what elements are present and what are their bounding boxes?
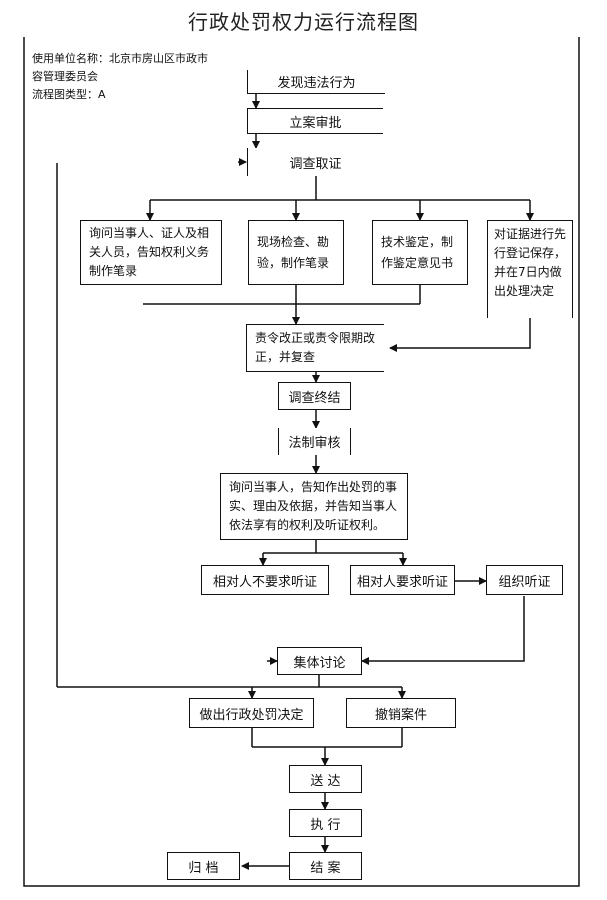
node-discover-label: 发现违法行为 bbox=[277, 76, 356, 91]
node-notify-party: 询问当事人，告知作出处罚的事实、理由及依据，并告知当事人依法享有的权利及听证权利… bbox=[220, 473, 408, 540]
node-close-case-label: 结 案 bbox=[310, 860, 341, 876]
page-title: 行政处罚权力运行流程图 bbox=[188, 10, 419, 34]
node-legal-review-label: 法制审核 bbox=[288, 436, 341, 451]
node-deliver-label: 送 达 bbox=[310, 773, 341, 789]
node-archive-label: 归 档 bbox=[188, 860, 219, 876]
node-close-case: 结 案 bbox=[289, 852, 362, 880]
node-inquire-parties-label: 询问当事人、证人及相关人员，告知权利义务制作笔录 bbox=[89, 226, 210, 278]
node-investigation-end-label: 调查终结 bbox=[288, 390, 341, 406]
node-notify-party-label: 询问当事人，告知作出处罚的事实、理由及依据，并告知当事人依法享有的权利及听证权利… bbox=[229, 480, 398, 532]
unit-name-line1: 使用单位名称：北京市房山区市政市 bbox=[32, 52, 208, 65]
node-order-correction-label: 责令改正或责令限期改正，并复查 bbox=[255, 331, 376, 364]
meta-info: 使用单位名称：北京市房山区市政市 容管理委员会 流程图类型：A bbox=[32, 50, 208, 104]
unit-name-line2: 容管理委员会 bbox=[32, 70, 98, 83]
node-make-decision-label: 做出行政处罚决定 bbox=[199, 707, 304, 723]
node-deliver: 送 达 bbox=[289, 765, 362, 793]
node-execute: 执 行 bbox=[289, 809, 362, 837]
node-archive: 归 档 bbox=[167, 852, 240, 880]
node-site-inspection-label: 现场检查、勘验，制作笔录 bbox=[257, 234, 330, 270]
node-investigate-label: 调查取证 bbox=[289, 156, 342, 172]
node-site-inspection: 现场检查、勘验，制作笔录 bbox=[248, 220, 344, 285]
node-revoke-case-label: 撤销案件 bbox=[374, 707, 427, 723]
node-file-approve-label: 立案审批 bbox=[289, 115, 342, 131]
node-request-hearing-label: 相对人要求听证 bbox=[356, 574, 448, 590]
node-no-hearing-label: 相对人不要求听证 bbox=[212, 574, 317, 590]
node-order-correction: 责令改正或责令限期改正，并复查 bbox=[246, 324, 384, 372]
node-evidence-preservation-label: 对证据进行先行登记保存，并在7日内做出处理决定 bbox=[494, 227, 567, 298]
node-no-hearing: 相对人不要求听证 bbox=[201, 565, 329, 595]
node-organize-hearing-label: 组织听证 bbox=[498, 574, 551, 590]
node-evidence-preservation: 对证据进行先行登记保存，并在7日内做出处理决定 bbox=[487, 220, 573, 318]
node-technical-appraisal-label: 技术鉴定，制作鉴定意见书 bbox=[381, 234, 454, 270]
flowchart-type: 流程图类型：A bbox=[32, 88, 106, 101]
node-make-decision: 做出行政处罚决定 bbox=[189, 698, 314, 728]
node-investigate: 调查取证 bbox=[247, 148, 383, 176]
outer-frame bbox=[23, 37, 580, 887]
node-collective-discussion: 集体讨论 bbox=[277, 647, 362, 675]
node-investigation-end: 调查终结 bbox=[278, 382, 351, 410]
node-request-hearing: 相对人要求听证 bbox=[350, 565, 455, 595]
node-collective-discussion-label: 集体讨论 bbox=[293, 655, 346, 671]
node-inquire-parties: 询问当事人、证人及相关人员，告知权利义务制作笔录 bbox=[80, 220, 222, 285]
node-technical-appraisal: 技术鉴定，制作鉴定意见书 bbox=[372, 220, 468, 285]
node-file-approve: 立案审批 bbox=[247, 108, 383, 134]
node-revoke-case: 撤销案件 bbox=[346, 698, 456, 728]
node-organize-hearing: 组织听证 bbox=[486, 565, 563, 595]
node-execute-label: 执 行 bbox=[310, 817, 341, 833]
node-discover: 发现违法行为 bbox=[247, 70, 385, 94]
node-legal-review: 法制审核 bbox=[278, 428, 351, 455]
